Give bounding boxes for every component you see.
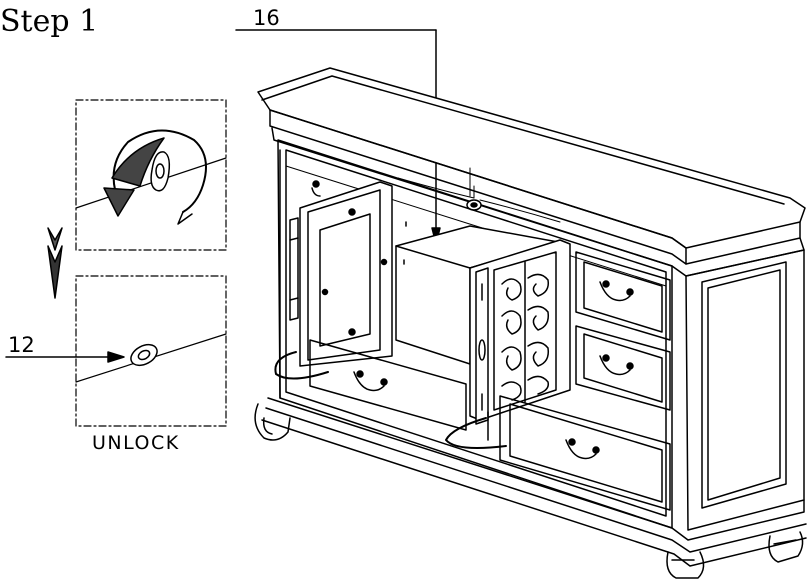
- callout-12-label: 12: [8, 333, 35, 357]
- drawer-pull-icon: [311, 180, 321, 197]
- step-down-arrow-icon: [47, 227, 63, 299]
- cam-lock-icon: [466, 199, 482, 211]
- dresser-side: [685, 249, 805, 531]
- drawer-right-top: [575, 251, 671, 341]
- drawer-right-middle: [575, 325, 671, 411]
- rotation-arrow-icon: [103, 129, 207, 225]
- drawer-bottom-left: [309, 339, 467, 431]
- cabinet-door: [469, 239, 571, 425]
- drawer-pull-icon: [599, 354, 634, 376]
- left-pilaster: [279, 149, 299, 399]
- dresser: [254, 67, 807, 579]
- step-title: Step 1: [0, 4, 99, 39]
- drawer-pull-icon: [599, 280, 634, 302]
- lock-cam-icon: [130, 343, 158, 367]
- latch-rod: [274, 351, 507, 449]
- drawer-bottom-right: [499, 395, 671, 511]
- callout-12-leader: [5, 351, 125, 363]
- dresser-feet: [254, 403, 804, 579]
- drawer-pull-icon: [565, 438, 600, 460]
- drawer-left-open: [299, 181, 393, 367]
- dresser-top: [257, 67, 806, 277]
- unlock-label: UNLOCK: [92, 432, 180, 454]
- grille-pattern: [501, 261, 550, 403]
- detail-panel-turn: [75, 99, 227, 251]
- detail-panel-unlock: [75, 275, 227, 427]
- drawer-pull-icon: [353, 370, 388, 392]
- callout-16-label: 16: [253, 6, 280, 30]
- lock-cam-icon: [150, 151, 171, 192]
